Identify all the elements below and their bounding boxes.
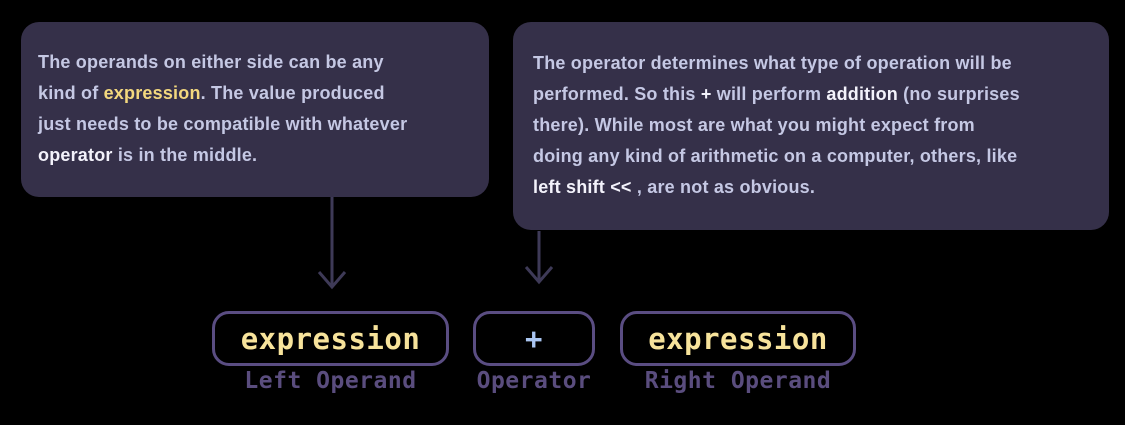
token-box-right-operand: expression bbox=[620, 311, 856, 366]
token-right-operand-value: expression bbox=[648, 321, 828, 356]
token-left-operand-value: expression bbox=[240, 321, 421, 356]
down-arrow-left-icon bbox=[317, 197, 347, 290]
text-segment: The operator determines what type of ope… bbox=[533, 53, 1012, 104]
token-box-left-operand: expression bbox=[212, 311, 449, 366]
label-right-operand: Right Operand bbox=[644, 368, 832, 394]
token-box-operator: + bbox=[473, 311, 595, 366]
label-left-operand: Left Operand bbox=[244, 368, 417, 394]
text-segment: . The value produced just needs to be co… bbox=[38, 83, 408, 134]
text-segment: will perform bbox=[711, 84, 827, 104]
text-segment: expression bbox=[103, 83, 201, 103]
callout-operator-text: The operator determines what type of ope… bbox=[513, 22, 1109, 203]
text-segment: left shift << bbox=[533, 177, 632, 197]
down-arrow-right-icon bbox=[524, 231, 554, 285]
text-segment: , are not as obvious. bbox=[631, 177, 816, 197]
callout-operator: The operator determines what type of ope… bbox=[513, 22, 1109, 230]
text-segment: + bbox=[700, 84, 712, 104]
text-segment: The operands on either side can be any k… bbox=[38, 52, 384, 103]
callout-operands: The operands on either side can be any k… bbox=[21, 22, 489, 197]
token-operator-value: + bbox=[525, 321, 543, 356]
text-segment: (no surprises there). While most are wha… bbox=[533, 84, 1020, 166]
label-operator: Operator bbox=[476, 368, 592, 394]
text-segment: addition bbox=[826, 84, 898, 104]
text-segment: operator bbox=[38, 145, 113, 165]
callout-operands-text: The operands on either side can be any k… bbox=[21, 22, 489, 171]
text-segment: is in the middle. bbox=[112, 145, 258, 165]
